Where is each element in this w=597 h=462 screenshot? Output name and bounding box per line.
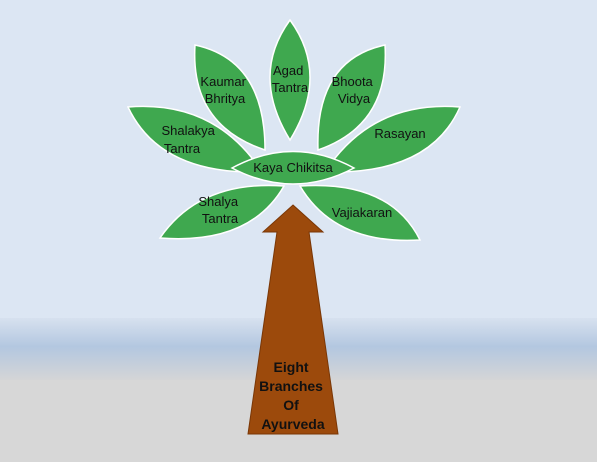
leaf-label-line: Kaya Chikitsa bbox=[253, 160, 333, 175]
leaf-label: Kaumar Bhritya bbox=[200, 74, 249, 106]
trunk-label-line: Ayurveda bbox=[261, 416, 325, 432]
leaf-label-line: Bhoota bbox=[332, 74, 374, 89]
leaf-label-line: Kaumar bbox=[200, 74, 246, 89]
leaf-label-line: Shalakya bbox=[161, 123, 215, 138]
leaf-label-line: Bhritya bbox=[205, 91, 246, 106]
leaf-shalya: Shalya Tantra bbox=[158, 184, 286, 240]
leaf-vajiakaran: Vajiakaran bbox=[298, 184, 422, 242]
leaf-label-line: Rasayan bbox=[374, 126, 425, 141]
trunk-label-line: Eight bbox=[274, 359, 309, 375]
leaf-shape bbox=[193, 44, 266, 152]
leaf-label-line: Tantra bbox=[164, 141, 201, 156]
leaf-shalakya: Shalakya Tantra bbox=[126, 105, 264, 173]
leaf-label: Shalya Tantra bbox=[198, 194, 241, 226]
leaf-label: Agad Tantra bbox=[272, 63, 309, 95]
leaf-label-line: Agad bbox=[273, 63, 303, 78]
leaf-bhoota: Bhoota Vidya bbox=[317, 44, 387, 152]
leaf-shape bbox=[317, 44, 387, 152]
leaf-label-line: Shalya bbox=[198, 194, 239, 209]
trunk-label-line: Of bbox=[283, 397, 299, 413]
leaf-shape bbox=[269, 18, 311, 142]
trunk-arrow bbox=[247, 204, 339, 435]
center-leaf-label: Kaya Chikitsa bbox=[253, 160, 333, 175]
leaf-agad: Agad Tantra bbox=[269, 18, 311, 142]
leaf-kaya-chikitsa: Kaya Chikitsa bbox=[230, 150, 356, 185]
leaf-label: Bhoota Vidya bbox=[332, 74, 377, 106]
leaf-label-line: Vidya bbox=[338, 91, 371, 106]
leaf-shape bbox=[158, 184, 286, 240]
leaf-kaumar: Kaumar Bhritya bbox=[193, 44, 266, 152]
leaf-label: Shalakya Tantra bbox=[161, 123, 218, 156]
leaf-shape bbox=[298, 184, 422, 242]
leaf-label: Rasayan bbox=[374, 126, 425, 141]
leaf-label-line: Tantra bbox=[272, 80, 309, 95]
trunk-label-line: Branches bbox=[259, 378, 323, 394]
leaf-shape bbox=[230, 150, 356, 185]
trunk-label: Eight Branches Of Ayurveda bbox=[259, 359, 327, 432]
leaf-label-line: Tantra bbox=[202, 211, 239, 226]
leaf-label-line: Vajiakaran bbox=[332, 205, 392, 220]
leaf-label: Vajiakaran bbox=[332, 205, 392, 220]
